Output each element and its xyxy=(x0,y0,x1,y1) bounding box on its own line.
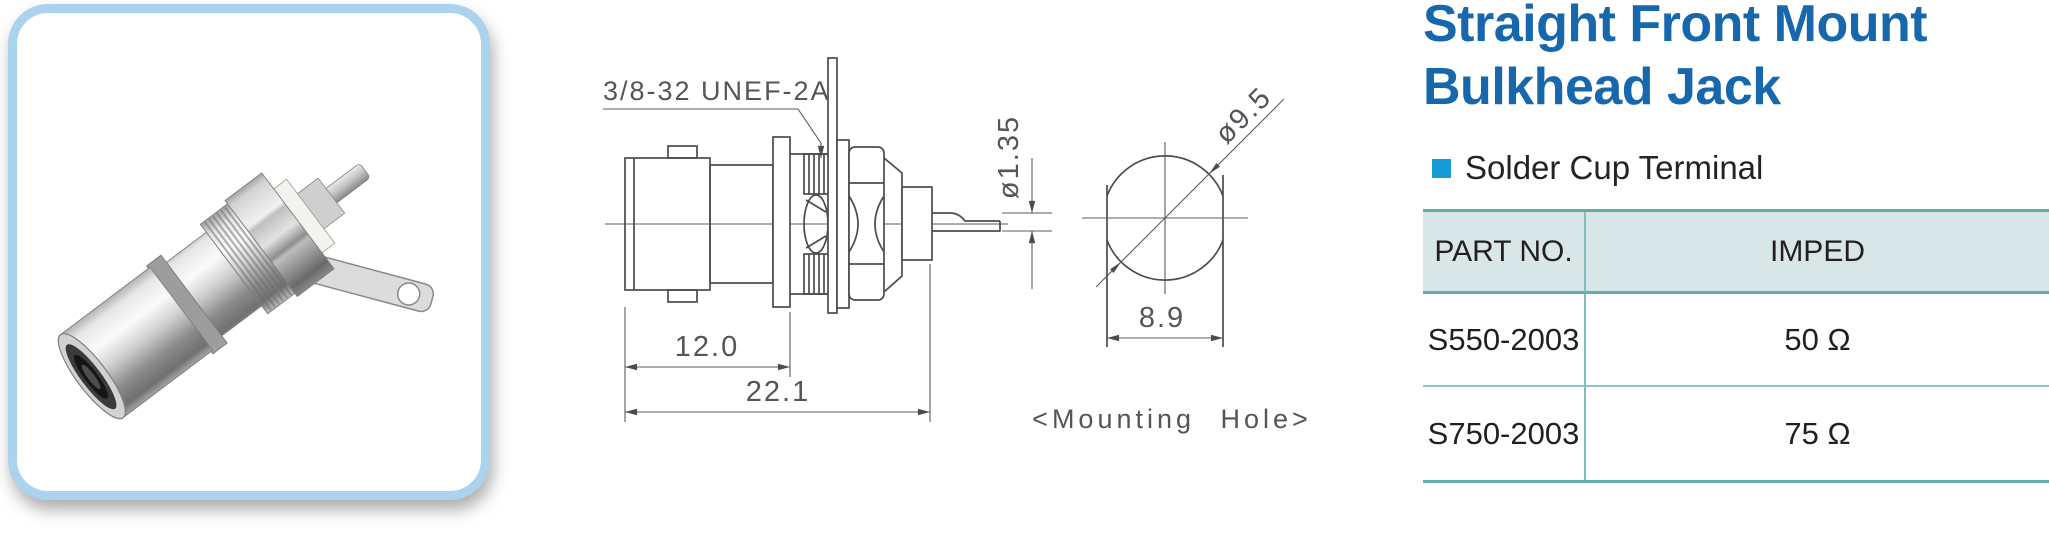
part-no-cell: S750-2003 xyxy=(1423,387,1586,480)
thread-spec-label: 3/8-32 UNEF-2A xyxy=(603,76,831,158)
square-bullet-icon xyxy=(1432,158,1451,178)
impedance-cell: 75 Ω xyxy=(1784,415,1851,451)
hole-width-dim: 8.9 xyxy=(1107,302,1223,342)
feature-label: Solder Cup Terminal xyxy=(1465,149,1764,186)
hole-diameter-dim: ø9.5 xyxy=(1095,81,1285,288)
page-title-line2: Bulkhead Jack xyxy=(1423,58,1781,116)
svg-text:8.9: 8.9 xyxy=(1139,302,1185,334)
product-photo-frame xyxy=(8,4,490,500)
feature-item: Solder Cup Terminal xyxy=(1432,148,1763,188)
page-title: Straight Front Mount Bulkhead Jack xyxy=(1423,0,2043,119)
imped-header: IMPED xyxy=(1586,212,2049,294)
svg-text:12.0: 12.0 xyxy=(675,331,739,363)
svg-text:ø1.35: ø1.35 xyxy=(993,115,1025,199)
svg-text:22.1: 22.1 xyxy=(746,376,810,408)
pin-diameter-dim: ø1.35 xyxy=(993,115,1052,289)
mounting-hole-caption: <Mounting Hole> xyxy=(1032,404,1312,434)
overall-length-dim: 22.1 xyxy=(625,264,931,422)
page-title-line1: Straight Front Mount xyxy=(1423,0,1928,53)
product-photo xyxy=(57,164,435,420)
part-no-cell: S550-2003 xyxy=(1423,294,1586,387)
mounting-hole-view: ø9.5 8.9 <Mounting Hole> xyxy=(1032,81,1312,434)
part-no-header: PART NO. xyxy=(1423,212,1586,294)
svg-text:3/8-32 UNEF-2A: 3/8-32 UNEF-2A xyxy=(603,76,831,106)
front-length-dim: 12.0 xyxy=(624,307,791,422)
side-view xyxy=(605,57,1008,314)
parts-table: PART NO. IMPED S550-2003 50 Ω S750-2003 … xyxy=(1423,209,2049,483)
technical-drawing: 3/8-32 UNEF-2A ø1.35 12.0 22.1 xyxy=(603,57,1312,434)
impedance-cell: 50 Ω xyxy=(1586,294,2049,387)
